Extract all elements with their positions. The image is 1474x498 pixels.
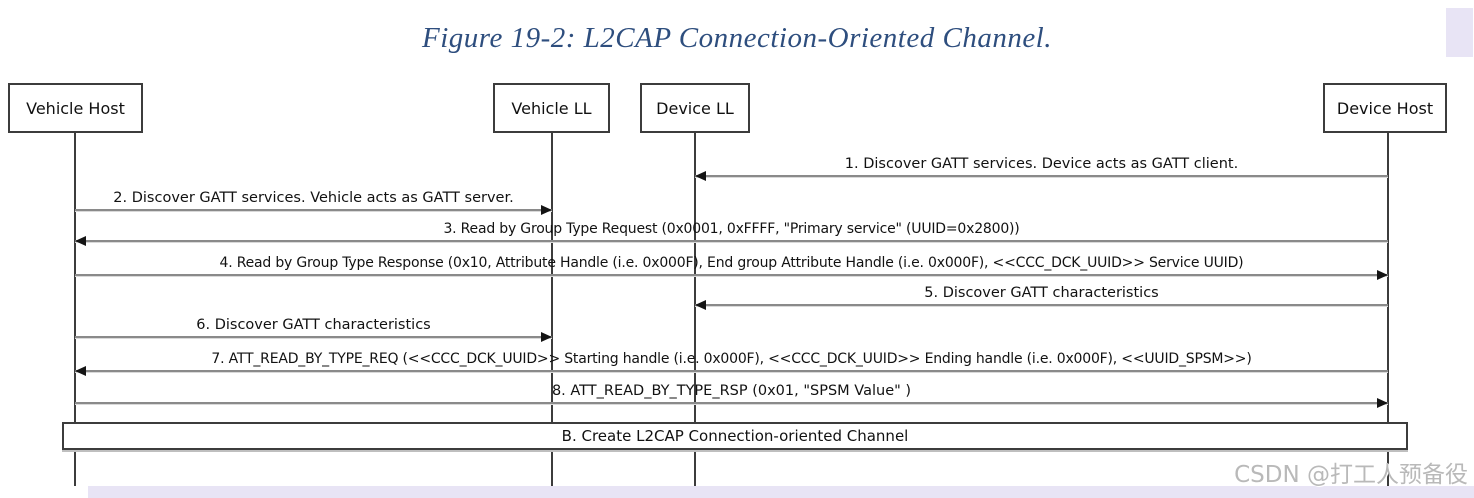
message-line-6: [75, 336, 552, 338]
message-label-1: 1. Discover GATT services. Device acts a…: [844, 156, 1239, 172]
message-label-5: 5. Discover GATT characteristics: [924, 285, 1159, 301]
lifeline-vehicle-host: [74, 133, 76, 486]
message-line-4: [75, 274, 1388, 276]
message-line-2: [75, 209, 552, 211]
message-label-2: 2. Discover GATT services. Vehicle acts …: [113, 190, 514, 206]
actor-box-vehicle-host: Vehicle Host: [8, 83, 143, 133]
lifeline-vehicle-ll: [551, 133, 553, 486]
arrowhead-left-icon: [695, 171, 706, 181]
actor-label-vehicle-host: Vehicle Host: [26, 98, 125, 118]
arrowhead-right-icon: [1377, 270, 1388, 280]
create-l2cap-channel-label: B. Create L2CAP Connection-oriented Chan…: [561, 427, 909, 445]
message-label-7: 7. ATT_READ_BY_TYPE_REQ (<<CCC_DCK_UUID>…: [211, 351, 1252, 367]
highlight-strip: [1446, 8, 1473, 57]
arrowhead-right-icon: [1377, 398, 1388, 408]
actor-box-device-ll: Device LL: [640, 83, 750, 133]
lifeline-device-host: [1387, 133, 1389, 486]
actor-label-device-host: Device Host: [1336, 98, 1434, 118]
figure-caption: Figure 19-2: L2CAP Connection-Oriented C…: [421, 22, 1052, 54]
message-label-3: 3. Read by Group Type Request (0x0001, 0…: [443, 221, 1020, 237]
actor-box-vehicle-ll: Vehicle LL: [493, 83, 610, 133]
actor-label-device-ll: Device LL: [656, 98, 734, 118]
message-label-8: 8. ATT_READ_BY_TYPE_RSP (0x01, "SPSM Val…: [551, 383, 912, 399]
message-label-6: 6. Discover GATT characteristics: [196, 317, 431, 333]
arrowhead-left-icon: [75, 366, 86, 376]
csdn-watermark: CSDN @打工人预备役: [1234, 462, 1468, 488]
message-line-7: [75, 370, 1388, 372]
arrowhead-right-icon: [541, 332, 552, 342]
message-line-5: [695, 304, 1388, 306]
arrowhead-left-icon: [695, 300, 706, 310]
actor-label-vehicle-ll: Vehicle LL: [511, 98, 592, 118]
message-line-3: [75, 240, 1388, 242]
arrowhead-left-icon: [75, 236, 86, 246]
message-line-8: [75, 402, 1388, 404]
actor-box-device-host: Device Host: [1323, 83, 1447, 133]
message-line-1: [695, 175, 1388, 177]
message-label-4: 4. Read by Group Type Response (0x10, At…: [219, 255, 1244, 271]
highlight-strip: [88, 486, 1474, 498]
arrowhead-right-icon: [541, 205, 552, 215]
create-l2cap-channel-box: B. Create L2CAP Connection-oriented Chan…: [62, 422, 1408, 450]
